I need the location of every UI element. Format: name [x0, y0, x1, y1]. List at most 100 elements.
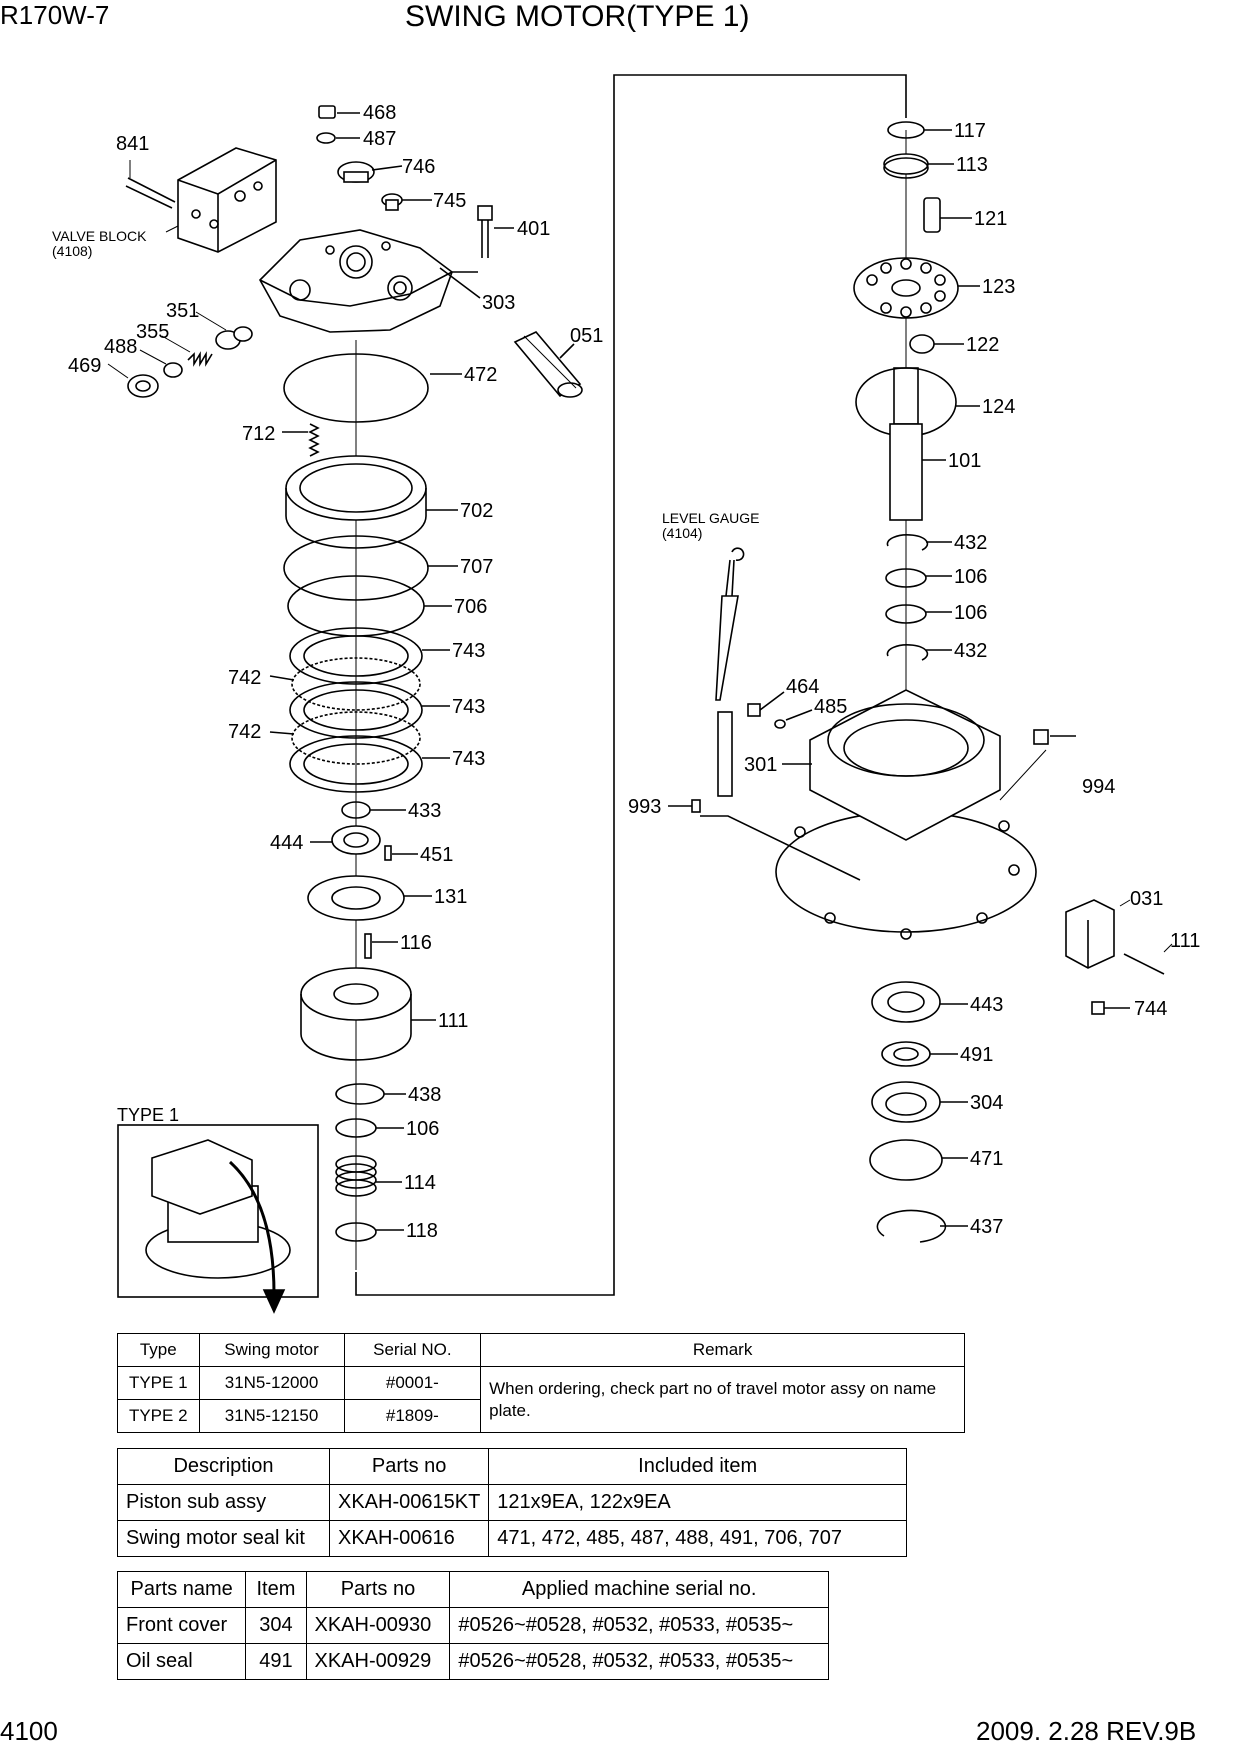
callout-122: 122 [966, 334, 999, 356]
level-gauge-label: LEVEL GAUGE [662, 510, 760, 526]
kit-description: Piston sub assy [117, 1484, 330, 1521]
pin-451 [384, 845, 418, 861]
callout-113: 113 [956, 154, 988, 176]
valve-351 [195, 311, 253, 350]
callout-304: 304 [970, 1092, 1003, 1114]
applied-partsname: Oil seal [116, 1643, 247, 1680]
callout-355: 355 [136, 321, 169, 343]
cylinder-702 [285, 455, 458, 549]
kit-partsno: XKAH-00615KT [328, 1484, 490, 1521]
callout-351: 351 [166, 300, 199, 322]
plug-994 [999, 729, 1076, 801]
valve-casing-303 [259, 229, 481, 333]
type1-inset [117, 1124, 319, 1314]
callout-472: 472 [464, 364, 497, 386]
serial-remark: When ordering, check part no of travel m… [480, 1366, 965, 1433]
connector-line [355, 74, 907, 1296]
oring-707 [283, 535, 458, 601]
oring-472 [283, 353, 462, 423]
pin-116 [364, 933, 398, 959]
applied-partsno: XKAH-00929 [305, 1643, 451, 1680]
oring-487 [316, 132, 360, 144]
bearing-444 [310, 825, 381, 855]
level-gauge-ref: (4104) [662, 525, 702, 541]
callout-464: 464 [786, 676, 819, 698]
plug-469 [107, 363, 159, 398]
spring-355 [161, 335, 213, 367]
applied-header-partsname: Parts name [116, 1571, 247, 1608]
friction-plate-742-b [269, 711, 421, 765]
bearing-443 [871, 981, 968, 1023]
plug-744 [1091, 1001, 1130, 1015]
applied-serial-table: Parts name Item Parts no Applied machine… [116, 1571, 829, 1680]
reference-labels: VALVE BLOCK (4108) LEVEL GAUGE (4104) TY… [52, 228, 760, 1125]
kits-header-partsno: Parts no [328, 1448, 490, 1485]
callout-438: 438 [408, 1084, 441, 1106]
kit-description: Swing motor seal kit [117, 1520, 330, 1557]
table-row: Front cover 304 XKAH-00930 #0526~#0528, … [116, 1607, 829, 1644]
collar-106-b [885, 604, 952, 624]
callout-111-right: 111 [1170, 930, 1200, 952]
table-row: Piston sub assy XKAH-00615KT 121x9EA, 12… [117, 1484, 907, 1521]
shaft-051 [513, 331, 583, 398]
callout-118: 118 [406, 1220, 438, 1242]
kit-included: 471, 472, 485, 487, 488, 491, 706, 707 [488, 1520, 907, 1557]
callout-744: 744 [1134, 998, 1167, 1020]
applied-header-serial: Applied machine serial no. [449, 1571, 829, 1608]
kits-header-included: Included item [488, 1448, 907, 1485]
oil-seal-491 [881, 1041, 958, 1067]
callout-742-a: 742 [228, 667, 261, 689]
valve-block-label: VALVE BLOCK [52, 228, 147, 244]
callout-116: 116 [400, 932, 432, 954]
bolt-111-right [1123, 943, 1173, 975]
callout-123: 123 [982, 276, 1015, 298]
cylinder-block-111 [300, 967, 436, 1061]
snap-ring-437 [876, 1209, 968, 1243]
oring-488 [139, 349, 183, 378]
plate-743-a [289, 627, 450, 685]
callout-124: 124 [982, 396, 1015, 418]
oring-706 [287, 575, 452, 637]
table-row: TYPE 1 31N5-12000 #0001- When ordering, … [117, 1366, 965, 1433]
table-row: Swing motor seal kit XKAH-00616 471, 472… [117, 1520, 907, 1557]
callout-742-b: 742 [228, 721, 261, 743]
callout-106-a: 106 [954, 566, 987, 588]
left-callouts: 468 487 841 746 745 401 303 351 355 488 … [68, 102, 603, 1242]
callout-121: 121 [974, 208, 1007, 230]
page-number: 4100 [0, 1716, 58, 1746]
friction-plate-742-a [269, 657, 421, 711]
callout-444: 444 [270, 832, 303, 854]
plate-743-b [289, 681, 450, 739]
revision-date: 2009. 2.28 REV.9B [976, 1716, 1197, 1746]
collar-118 [335, 1222, 404, 1242]
kits-table: Description Parts no Included item Pisto… [117, 1448, 907, 1557]
callout-743-c: 743 [452, 748, 485, 770]
callout-746: 746 [402, 156, 435, 178]
valve-block-4108 [165, 147, 277, 253]
applied-header-partsno: Parts no [305, 1571, 451, 1608]
serial-header-motor: Swing motor [198, 1333, 345, 1367]
serial-header-serial: Serial NO. [343, 1333, 482, 1367]
callout-485: 485 [814, 696, 847, 718]
plug-746 [337, 161, 403, 183]
serial-table: Type Swing motor Serial NO. Remark TYPE … [117, 1333, 965, 1433]
serial-type: TYPE 2 [117, 1399, 200, 1433]
housing-301 [700, 689, 1037, 940]
callout-432-b: 432 [954, 640, 987, 662]
type1-inset-label: TYPE 1 [117, 1105, 179, 1125]
exploded-parts-diagram: 468 487 841 746 745 401 303 351 355 488 … [52, 74, 1200, 1314]
callout-432-a: 432 [954, 532, 987, 554]
collar-106-a [885, 568, 952, 588]
table-row: TYPE 2 31N5-12150 #1809- [117, 1399, 965, 1433]
plug-745 [381, 193, 432, 211]
callout-451: 451 [420, 844, 453, 866]
serial-type: TYPE 1 [117, 1366, 200, 1400]
kits-header-description: Description [117, 1448, 330, 1485]
spring-712 [282, 423, 320, 457]
callout-487: 487 [363, 128, 396, 150]
callout-471: 471 [970, 1148, 1003, 1170]
valve-block-ref: (4108) [52, 243, 92, 259]
kit-partsno: XKAH-00616 [328, 1520, 490, 1557]
callout-131: 131 [434, 886, 467, 908]
snap-ring-432-b [886, 644, 952, 661]
